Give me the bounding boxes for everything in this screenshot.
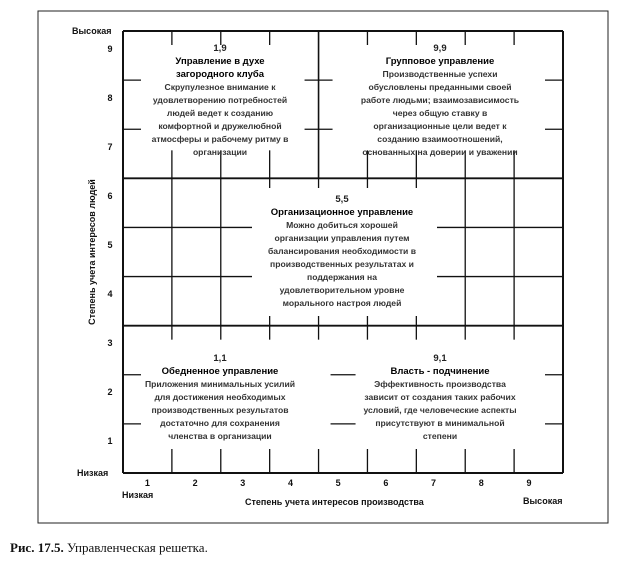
style-code: 1,1 (213, 353, 227, 364)
style-description: через общую ставку в (392, 108, 488, 118)
style-description: Можно добиться хорошей (286, 220, 398, 230)
style-title: загородного клуба (175, 69, 265, 80)
style-description: Приложения минимальных усилий (144, 379, 296, 389)
x-tick-label: 3 (240, 478, 246, 488)
style-description: производственных результатов (151, 405, 289, 415)
style-description: для достижения необходимых (154, 392, 286, 402)
x-tick-label: 7 (431, 478, 437, 488)
y-axis-high-label: Высокая (72, 26, 112, 36)
y-tick-label: 8 (107, 92, 113, 103)
y-tick-label: 4 (107, 289, 113, 300)
y-tick-label: 6 (107, 190, 113, 201)
style-description: людей ведет к созданию (166, 108, 274, 118)
style-description: удовлетворению потребностей (152, 95, 288, 105)
x-tick-label: 1 (144, 478, 150, 488)
style-title: Управление в духе (175, 56, 265, 67)
style-description: членства в организации (168, 431, 272, 441)
style-description: работе людьми; взаимозависимость (360, 95, 520, 105)
style-description: морального настроя людей (282, 298, 402, 308)
style-description: условий, где человеческие аспекты (363, 405, 517, 415)
style-description: Эффективность производства (374, 379, 506, 389)
y-tick-label: 1 (107, 436, 113, 447)
style-description: атмосферы и рабочему ритму в (151, 134, 289, 144)
caption-text: Управленческая решетка. (63, 540, 208, 555)
x-tick-label: 9 (526, 478, 532, 488)
y-tick-label: 7 (107, 141, 113, 152)
x-axis-low-label: Низкая (122, 490, 154, 500)
style-description: поддержания на (307, 272, 377, 282)
x-tick-label: 2 (192, 478, 198, 488)
style-description: Скрупулезное внимание к (164, 82, 276, 92)
style-title: Групповое управление (385, 56, 495, 67)
x-axis-title: Степень учета интересов производства (245, 497, 424, 507)
style-title: Власть - подчинение (390, 366, 490, 377)
style-description: Производственные успехи (382, 69, 498, 79)
style-description: организационные цели ведет к (373, 121, 507, 131)
x-tick-label: 6 (383, 478, 389, 488)
figure-caption: Рис. 17.5. Управленческая решетка. (10, 540, 208, 556)
style-description: обусловлены преданными своей (368, 82, 512, 92)
style-description: комфортной и дружелюбной (158, 121, 282, 131)
style-description: организации управления путем (274, 233, 410, 243)
style-description: достаточно для сохранения (160, 418, 280, 428)
style-description: основанных на доверии и уважении (362, 147, 518, 157)
y-tick-label: 2 (107, 387, 113, 398)
x-axis-high-label: Высокая (523, 496, 563, 506)
y-tick-label: 9 (107, 43, 113, 54)
style-description: организации (192, 147, 248, 157)
style-description: производственных результатах и (270, 259, 414, 269)
style-code: 9,1 (433, 353, 447, 364)
style-code: 5,5 (335, 194, 349, 205)
x-tick-label: 4 (287, 478, 293, 488)
style-description: удовлетворительном уровне (279, 285, 405, 295)
style-description: зависит от создания таких рабочих (364, 392, 516, 402)
style-description: созданию взаимоотношений, (377, 134, 503, 144)
y-tick-label: 5 (107, 240, 113, 250)
x-tick-label: 8 (478, 478, 484, 488)
style-title: Обедненное управление (161, 366, 279, 377)
y-tick-label: 3 (107, 338, 113, 349)
x-tick-label: 5 (335, 478, 341, 488)
figure-frame (37, 10, 609, 524)
y-axis-title: Степень учета интересов людей (87, 179, 97, 325)
style-title: Организационное управление (270, 207, 414, 218)
style-code: 9,9 (433, 43, 447, 54)
style-code: 1,9 (213, 43, 227, 54)
y-axis-low-label: Низкая (77, 468, 109, 478)
caption-label: Рис. 17.5. (10, 540, 64, 555)
style-description: присутствуют в минимальной (375, 418, 505, 428)
style-description: степени (422, 431, 458, 441)
style-description: балансирования необходимости в (268, 246, 416, 256)
